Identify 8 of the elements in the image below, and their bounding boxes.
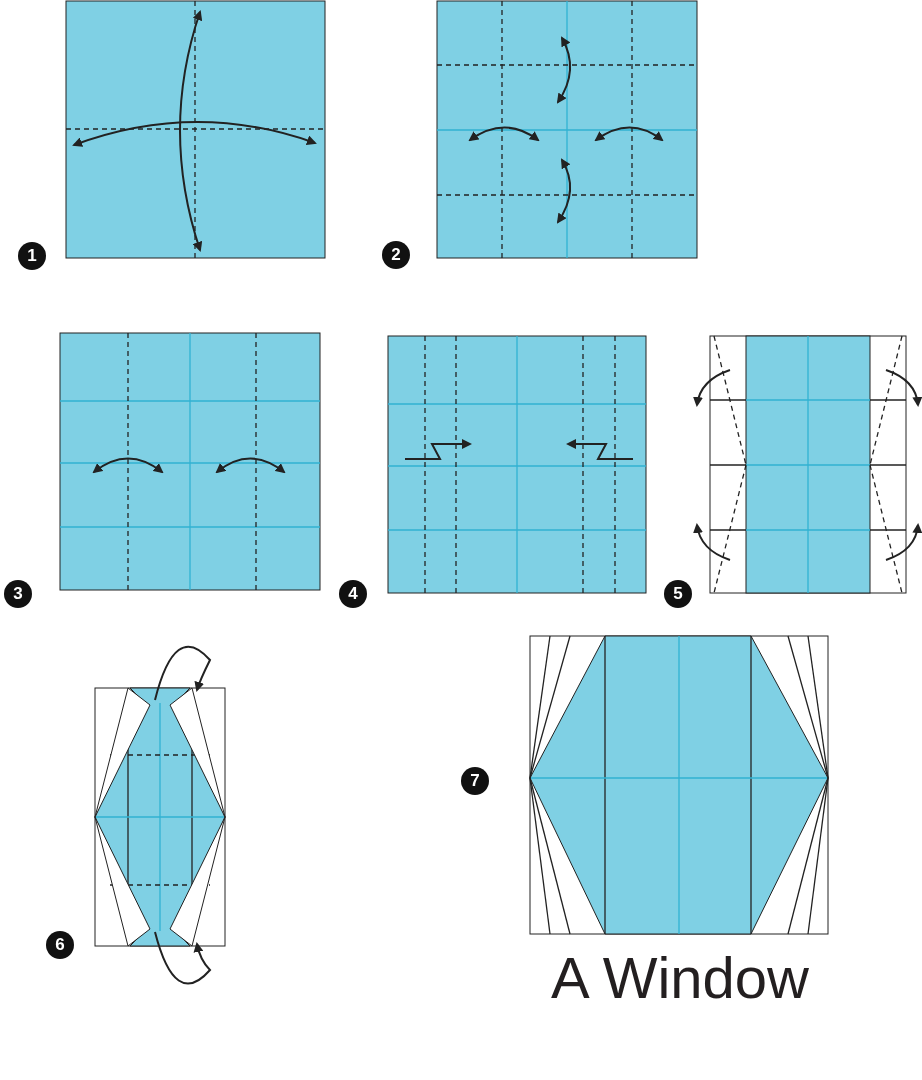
step-number: 5 — [664, 580, 692, 608]
step-number: 1 — [18, 242, 46, 270]
step-number: 3 — [4, 580, 32, 608]
step-number: 4 — [339, 580, 367, 608]
title: A Window — [550, 945, 810, 1011]
step-number: 6 — [46, 931, 74, 959]
step-number: 2 — [382, 241, 410, 269]
step-number: 7 — [461, 767, 489, 795]
